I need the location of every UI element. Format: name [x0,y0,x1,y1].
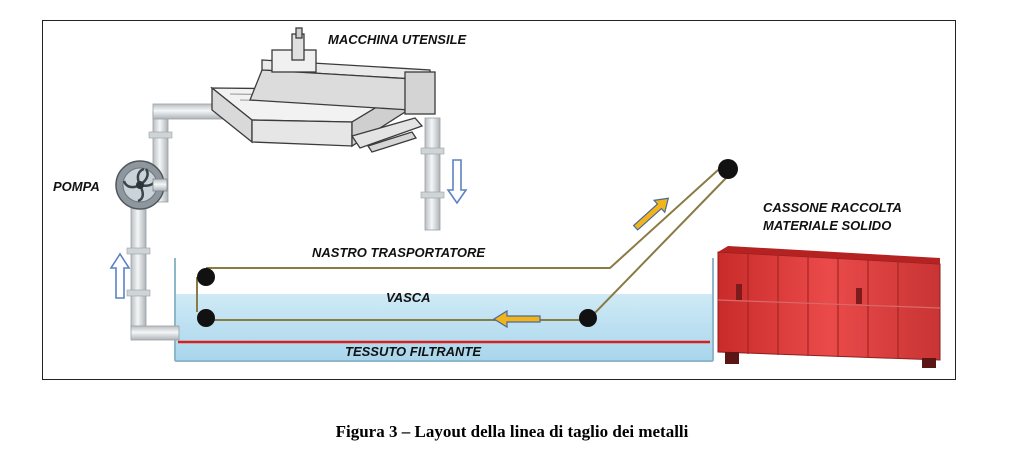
pipe-joint [420,191,445,199]
tank-label: VASCA [386,290,431,305]
conveyor-label: NASTRO TRASPORTATORE [312,245,485,260]
pump-label: POMPA [53,179,100,194]
flow-arrow-icon [446,159,468,205]
flow-arrow-icon [632,197,670,231]
machine-label: MACCHINA UTENSILE [328,32,467,47]
flow-arrow-icon [492,309,541,329]
pipe-bottom-elbow [130,325,180,341]
filter-label: TESSUTO FILTRANTE [345,344,481,359]
pipe-system [126,103,445,341]
container-label-line1: CASSONE RACCOLTA [763,200,902,215]
figure-caption: Figura 3 – Layout della linea di taglio … [335,422,689,441]
roller-icon [579,309,597,327]
roller-icon [718,159,738,179]
pipe-left-vertical [130,204,147,330]
roller-icon [197,309,215,327]
tank [174,258,714,362]
pump-icon [115,160,168,210]
container-illustration [717,246,941,368]
pipe-joint [126,247,151,255]
machine-tool-illustration [210,27,436,153]
flow-arrow-icon [109,252,131,299]
roller-icon [197,268,215,286]
tank-water [175,294,713,360]
pipe-joint [148,131,173,139]
diagram: MACCHINA UTENSILE POMPA NASTRO TRASPORTA… [53,27,941,368]
flow-arrows [109,159,670,329]
pipe-joint [126,289,151,297]
pipe-drain [424,117,441,231]
container-label-line2: MATERIALE SOLIDO [763,218,891,233]
belt-upper-run [206,160,729,269]
pipe-joint [420,147,445,155]
rollers [197,159,738,327]
